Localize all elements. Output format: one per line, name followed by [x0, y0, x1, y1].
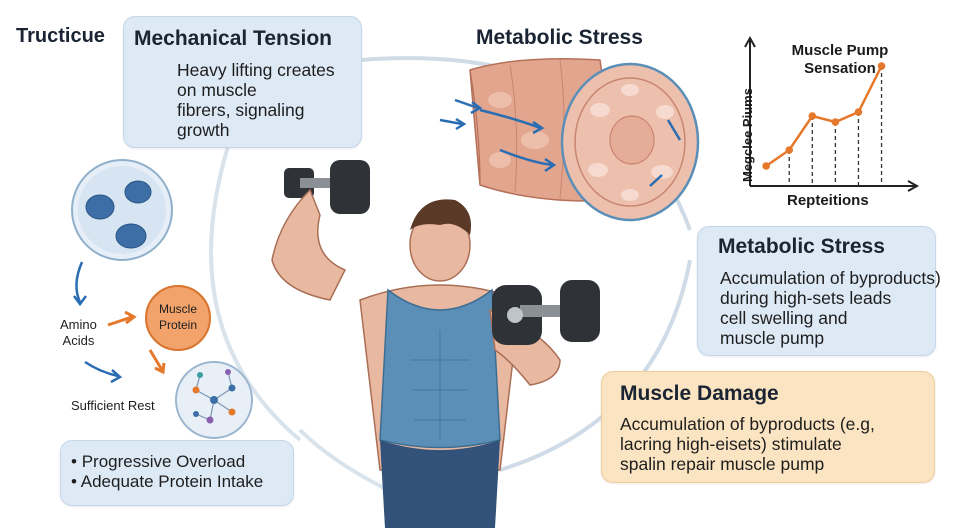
- muscle-damage-title: Muscle Damage: [620, 382, 779, 405]
- chart-ylabel: Megclee Piums: [740, 88, 755, 182]
- bodybuilder-illustration: [271, 160, 600, 528]
- chart-x-axis-arrow: [907, 180, 920, 192]
- muscle-fiber-illustration: [469, 58, 700, 222]
- header-label: Tructicue: [16, 25, 105, 47]
- tips-list: • Progressive Overload • Adequate Protei…: [71, 452, 263, 492]
- tips-card: [60, 440, 294, 506]
- metabolic-stress-card-text: Accumulation of byproducts) during high-…: [720, 268, 941, 348]
- chart-title: Muscle Pump Sensation: [791, 42, 889, 77]
- mechanical-tension-card: [123, 16, 362, 148]
- muscle-protein-icon: [145, 285, 211, 351]
- chart-series-line: [765, 65, 883, 168]
- muscle-damage-text: Accumulation of byproducts (e.g, lacring…: [620, 414, 875, 474]
- chart-data-point: [854, 108, 863, 116]
- cycle-arc-left: [209, 139, 302, 442]
- chart-data-point: [831, 118, 840, 126]
- chart-data-point: [762, 162, 770, 170]
- mechanical-tension-text: Heavy lifting creates on muscle fibrers,…: [177, 60, 335, 140]
- metabolic-stress-card-title: Metabolic Stress: [718, 235, 885, 258]
- chart-y-axis-arrow: [744, 35, 756, 48]
- muscle-damage-card: [601, 371, 935, 483]
- tips-item: • Progressive Overload: [71, 452, 246, 471]
- metabolic-stress-card: [697, 226, 936, 356]
- muscle-protein-label: Muscle Protein: [158, 302, 198, 332]
- mechanical-tension-title: Mechanical Tension: [134, 27, 332, 50]
- cell-nucleus-icon: [71, 159, 173, 261]
- chart-data-point: [785, 146, 794, 154]
- tips-item: • Adequate Protein Intake: [71, 472, 264, 491]
- chart-xlabel: Repteitions: [787, 192, 869, 209]
- molecule-network-icon: [175, 361, 253, 439]
- flow-arrows: [439, 98, 682, 187]
- chart-data-point: [808, 112, 817, 120]
- protein-flow-arrows: [73, 261, 166, 384]
- metabolic-stress-heading: Metabolic Stress: [476, 26, 643, 49]
- amino-acids-label: Amino Acids: [60, 317, 97, 348]
- chart-data-point: [877, 62, 886, 70]
- sufficient-rest-label: Sufficient Rest: [71, 398, 155, 413]
